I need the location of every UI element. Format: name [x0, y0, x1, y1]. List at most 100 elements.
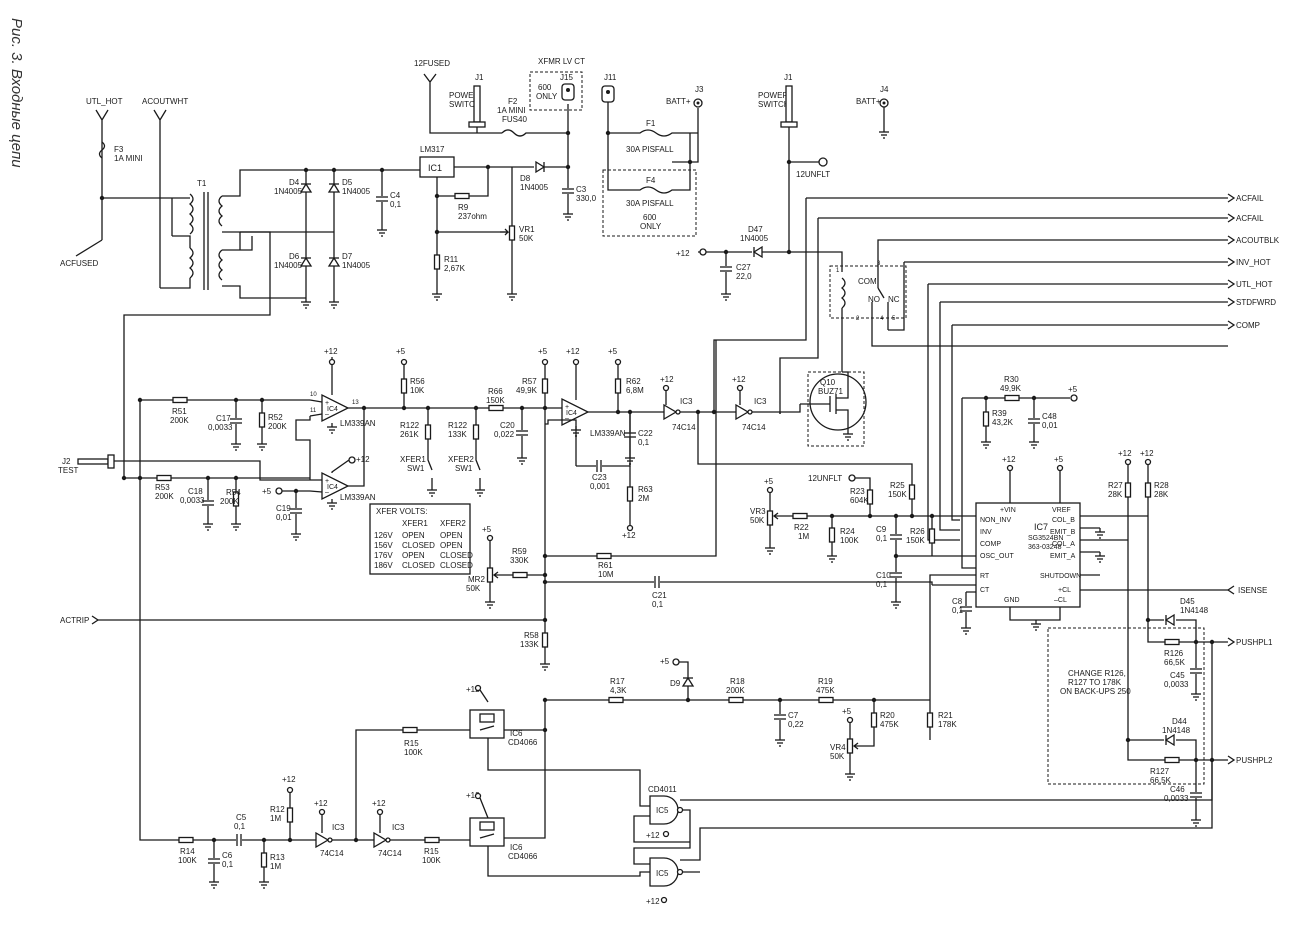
inverter-ic3a: [663, 404, 681, 420]
svg-text:10: 10: [310, 392, 317, 398]
resistor-r122b: [472, 424, 480, 440]
port-isense: ISENSE: [1238, 586, 1267, 595]
label-ic1: IC1: [428, 163, 442, 173]
label-f3: F3: [114, 145, 124, 154]
label-r62-value: 6,8M: [626, 386, 644, 395]
diode-d5: [328, 183, 340, 193]
diode-d6: [300, 257, 312, 267]
diode-d44: [1165, 734, 1175, 746]
ground-symbol: [720, 289, 732, 301]
label-c4-value: 0,1: [390, 200, 402, 209]
capacitor-c20: [515, 430, 529, 436]
potentiometer-vr3: [766, 510, 774, 526]
label-p12-a: +12: [676, 249, 690, 258]
label-vr4-value: 50K: [830, 752, 845, 761]
label-ic5a: IC5: [656, 806, 669, 815]
resistor-r20: [870, 712, 878, 728]
ground-symbol: [1190, 689, 1202, 701]
resistor-r30: [1004, 394, 1020, 402]
label-sw1b: SW1: [455, 464, 473, 473]
label-c19: C19: [276, 504, 291, 513]
label-r62: R62: [626, 377, 641, 386]
label-c3-value: 330,0: [576, 194, 597, 203]
label-r39-value: 43,2K: [992, 418, 1014, 427]
label-j15: J15: [560, 73, 573, 82]
table-cell: OPEN: [440, 541, 463, 550]
ground-symbol: [208, 877, 220, 889]
pin-cl: –CL: [1054, 597, 1067, 604]
resistor-r24: [828, 527, 836, 543]
label-only600a: 600: [538, 83, 552, 92]
label-r14-value: 100K: [178, 856, 197, 865]
label-r11: R11: [444, 255, 459, 264]
pwm-controller-ic7: [975, 502, 1081, 608]
label-vr3-value: 50K: [750, 516, 765, 525]
note-line3: ON BACK-UPS 250: [1060, 687, 1131, 696]
label-d6: D6: [289, 252, 300, 261]
resistor-r39: [982, 411, 990, 427]
label-r126-value: 66,5K: [1164, 658, 1186, 667]
ground-symbol: [826, 551, 838, 563]
label-ic6b: IC6: [510, 843, 523, 852]
pin-clp: +CL: [1058, 587, 1071, 594]
label-r56-value: 10K: [410, 386, 425, 395]
svg-text:13: 13: [352, 400, 359, 406]
svg-text:1: 1: [836, 268, 840, 274]
label-r12: R12: [270, 805, 285, 814]
label-lm339c: LM339AN: [590, 429, 626, 438]
junction-dots: [99, 130, 1215, 843]
capacitor-c27: [719, 266, 733, 272]
label-c6-value: 0,1: [222, 860, 234, 869]
note-box: [1047, 627, 1205, 785]
table-cell: OPEN: [402, 551, 425, 560]
pin-ct: CT: [980, 587, 990, 594]
label-r63-value: 2M: [638, 494, 649, 503]
ground-symbol: [764, 543, 776, 555]
potentiometer-vr4: [846, 738, 854, 754]
resistor-r66: [488, 404, 504, 412]
ground-symbol: [774, 735, 786, 747]
port-comp: COMP: [1236, 321, 1260, 330]
label-hc14a: 74C14: [672, 423, 696, 432]
label-only600a2: ONLY: [536, 92, 558, 101]
ground-symbol: [1094, 551, 1106, 563]
label-f2-value: 1A MINI: [497, 106, 525, 115]
label-d45: D45: [1180, 597, 1195, 606]
label-c8: C8: [952, 597, 963, 606]
diode-d47: [753, 246, 763, 258]
ground-symbol: [258, 877, 270, 889]
resistor-r56: [400, 378, 408, 394]
label-c45-value: 0,0033: [1164, 680, 1189, 689]
ground-symbol: [1028, 437, 1040, 449]
label-r52-value: 200K: [268, 422, 287, 431]
label-p12-j: +12: [1140, 449, 1154, 458]
label-r63: R63: [638, 485, 653, 494]
resistor-r127: [1164, 756, 1180, 764]
label-p5-a: +5: [262, 487, 272, 496]
label-j1b: J1: [784, 73, 793, 82]
label-c23-value: 0,001: [590, 482, 611, 491]
label-r25-value: 150K: [888, 490, 907, 499]
label-r15a: R15: [404, 739, 419, 748]
label-c20-value: 0,022: [494, 430, 515, 439]
label-c20: C20: [500, 421, 515, 430]
option-box-600b: [602, 169, 697, 237]
label-cd4011: CD4011: [648, 785, 677, 794]
label-j1a: J1: [475, 73, 484, 82]
label-c21-value: 0,1: [652, 600, 664, 609]
diode-d8: [535, 161, 545, 173]
ground-symbol: [230, 519, 242, 531]
label-p12-c: +12: [356, 455, 370, 464]
label-p5-f: +5: [1054, 455, 1064, 464]
label-p12-o: +12: [282, 775, 296, 784]
resistor-r22: [792, 512, 808, 520]
label-power-switch-a: POWER: [449, 91, 479, 100]
label-r122b: R122: [448, 421, 468, 430]
capacitor-c23: [596, 459, 602, 473]
inverter-ic3b: [735, 404, 753, 420]
resistor-r27: [1124, 482, 1132, 498]
label-p12-g: +12: [732, 375, 746, 384]
label-d8: D8: [520, 174, 531, 183]
ground-symbol: [1030, 619, 1042, 631]
label-r53: R53: [155, 483, 170, 492]
